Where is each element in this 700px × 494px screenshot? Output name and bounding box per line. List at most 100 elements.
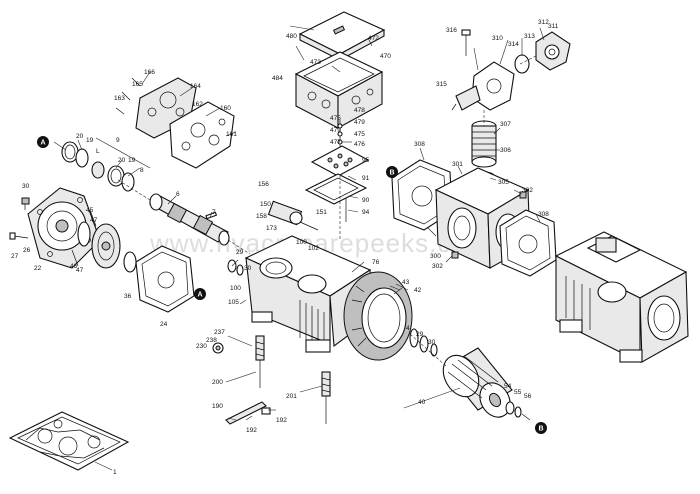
svg-text:55: 55 [514,389,522,396]
assembled-compressor [554,231,689,363]
svg-text:19: 19 [128,157,136,164]
svg-text:150: 150 [260,201,271,208]
svg-text:480: 480 [286,33,297,40]
svg-text:237: 237 [214,329,225,336]
svg-text:42: 42 [414,287,422,294]
svg-text:100: 100 [296,239,307,246]
valve-spring-201 [321,371,331,424]
svg-text:90: 90 [362,197,370,204]
flange-312 [535,31,571,71]
svg-text:166: 166 [144,69,155,76]
svg-text:24: 24 [160,321,168,328]
svg-text:311: 311 [548,23,559,30]
svg-text:479: 479 [354,119,365,126]
svg-text:A: A [41,140,46,147]
svg-text:192: 192 [276,417,287,424]
motor-stator [343,271,413,361]
svg-text:56: 56 [524,393,532,400]
crankshaft [149,193,230,246]
connector-315 [451,85,481,111]
svg-text:306: 306 [500,147,511,154]
svg-text:40: 40 [418,399,426,406]
svg-text:230: 230 [196,343,207,350]
svg-text:164: 164 [190,83,201,90]
terminal-plate [310,145,370,177]
svg-text:B: B [390,170,395,177]
svg-text:4: 4 [406,325,410,332]
bush-192 [261,407,271,415]
svg-text:165: 165 [132,81,143,88]
svg-text:163: 163 [114,95,125,102]
svg-text:162: 162 [192,101,203,108]
valve-body-310 [471,61,515,111]
svg-text:105: 105 [228,299,239,306]
svg-text:475: 475 [354,131,365,138]
svg-text:308: 308 [414,141,425,148]
svg-text:47: 47 [90,217,98,224]
svg-text:30: 30 [428,339,436,346]
gasket-set [8,411,130,471]
svg-text:L: L [96,148,100,155]
callout-a-top: A [37,136,49,148]
svg-text:1: 1 [113,469,117,476]
svg-text:156: 156 [258,181,269,188]
part-labels: 1 30 27 26 22 45 47 46 47 36 24 20 19 9 … [11,19,559,476]
svg-text:478: 478 [354,107,365,114]
svg-text:310: 310 [492,35,503,42]
rotor-hardware [505,401,531,421]
head-bolts [115,77,141,115]
bolt-27 [9,232,29,240]
svg-text:91: 91 [362,175,370,182]
svg-text:473: 473 [310,59,321,66]
plug-30 [21,197,30,210]
svg-text:158: 158 [256,213,267,220]
motor-rotor [442,347,513,418]
valve-spring-200 [255,335,265,388]
svg-text:B: B [539,426,544,433]
svg-text:161: 161 [226,131,237,138]
svg-text:484: 484 [272,75,283,82]
svg-text:8: 8 [140,167,144,174]
rod-190 [225,401,267,425]
terminal-box [294,51,384,129]
callout-a-bottom: A [194,288,206,300]
leader-lines [53,25,545,421]
svg-text:47: 47 [76,267,84,274]
svg-text:477: 477 [330,139,341,146]
svg-text:190: 190 [212,403,223,410]
svg-text:29: 29 [236,249,244,256]
svg-text:26: 26 [23,247,31,254]
svg-text:308: 308 [538,211,549,218]
svg-text:315: 315 [436,81,447,88]
bearing-cover-plate [27,187,101,269]
svg-text:476: 476 [354,141,365,148]
svg-text:20: 20 [76,133,84,140]
bolt-316 [461,29,471,56]
svg-text:302: 302 [432,263,443,270]
dashed-assembly-lines [117,55,537,367]
svg-text:307: 307 [500,121,511,128]
svg-text:30: 30 [244,265,252,272]
plug-302 [451,191,527,259]
svg-text:29: 29 [416,331,424,338]
svg-text:46: 46 [70,263,78,270]
oil-pump-disc [77,221,137,273]
svg-text:27: 27 [11,253,19,260]
svg-text:43: 43 [402,279,410,286]
svg-text:20: 20 [118,157,126,164]
svg-text:36: 36 [124,293,132,300]
oil-filter-306 [471,120,497,168]
svg-text:313: 313 [524,33,535,40]
valve-plate [169,101,235,169]
svg-text:301: 301 [452,161,463,168]
bearing-housing-301 [434,167,531,269]
callout-b-right: B [535,422,547,434]
svg-text:151: 151 [316,209,327,216]
screws-45-47 [71,209,97,267]
svg-text:45: 45 [86,207,94,214]
svg-text:100: 100 [230,285,241,292]
svg-text:7: 7 [212,209,216,216]
svg-text:200: 200 [212,379,223,386]
svg-text:76: 76 [372,259,380,266]
